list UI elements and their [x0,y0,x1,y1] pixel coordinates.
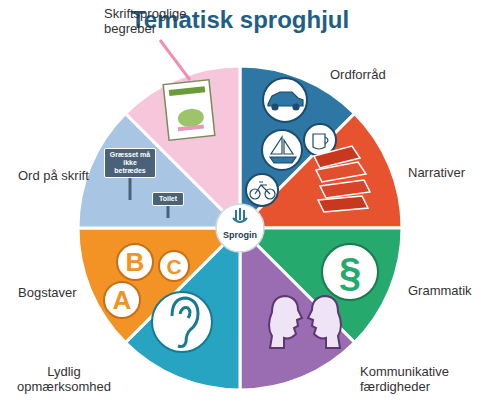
ear-circle [152,292,212,352]
sign-board: Græsset må ikke betrædes [104,148,156,178]
segment-label-node: Narrativer [408,165,478,180]
center-logo-node: Sprogin [216,204,264,252]
letter: C [166,256,181,277]
segment-label: Ordforråd [330,67,420,82]
ear-icon [172,298,198,347]
center-logo [233,208,247,222]
segment-label: Grammatik [408,283,478,298]
segment-skriftsprog [125,66,240,228]
segment-label-node: Lydlig opmærksomhed [14,364,114,394]
segment-label-node: Kommunikative færdigheder [360,364,464,394]
center-circle [216,204,264,252]
segment-narrativer [240,113,402,228]
paragraph-circle [322,244,378,300]
paragraph-symbol: § [339,252,361,292]
logo-text: Sprogin [223,230,257,240]
segment-label: Kommunikative færdigheder [360,364,464,394]
faces-icon [269,296,341,348]
icon-shapes [250,92,328,199]
letter: A [113,287,132,313]
book-icon [163,80,215,141]
segment-label-node: Skriftsproglige begreber [104,6,204,36]
letter-circles [104,244,189,318]
segment-label-node: Ord på skrift [18,168,98,183]
letter: B [126,249,145,275]
segment-label: Lydlig opmærksomhed [14,364,114,394]
segment-label: Skriftsproglige begreber [104,6,204,36]
diagram-title: Tematisk sproghjul [0,6,480,34]
segment-label: Ord på skrift [18,168,98,183]
segment-label-node: Bogstaver [18,285,88,300]
segment-label: Narrativer [408,165,478,180]
books-icon [314,146,370,212]
sign-board: Toilet [152,192,184,206]
leader-line [160,40,190,80]
segment-label-node: Ordforråd [330,67,420,82]
segment-label-node: Grammatik [408,283,478,298]
segment-label: Bogstaver [18,285,88,300]
